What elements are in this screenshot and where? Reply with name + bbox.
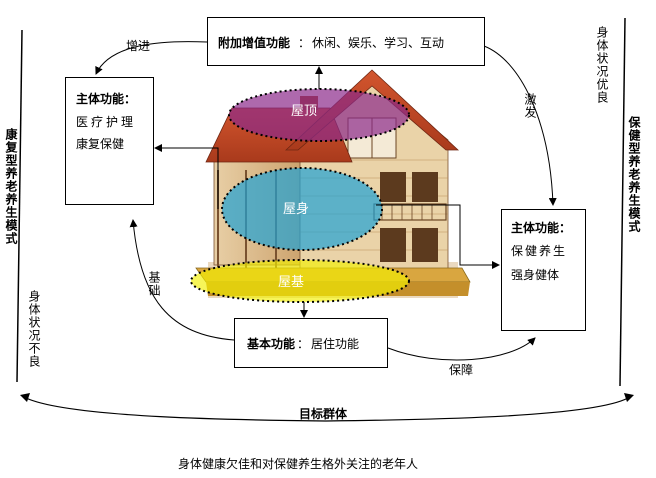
- basic-function-text: 居住功能: [311, 337, 360, 351]
- value-added-function-box: 附加增值功能 ： 休闲、娱乐、学习、互动: [207, 17, 485, 66]
- connector-top-to-left: [95, 41, 208, 75]
- bracket-left-arrowhead: [20, 393, 30, 402]
- rehab-main-function-box: 主体功能： 医疗护理 康复保健: [65, 77, 154, 205]
- target-bracket-curve: [25, 397, 629, 422]
- rehab-main-title: 主体功能：: [76, 92, 137, 106]
- connector-bottom-to-left: [129, 219, 235, 341]
- guarantee-label: 保障: [449, 363, 474, 377]
- poor-condition-label: 身体状况不良: [27, 290, 41, 368]
- roof-label: 屋顶: [291, 104, 318, 119]
- basic-function-box: 基本功能 ： 居住功能: [234, 318, 388, 368]
- value-added-title: 附加增值功能: [218, 36, 291, 50]
- foundation-label: 基础: [147, 271, 161, 297]
- body-label: 屋身: [283, 202, 310, 217]
- right-vertical-rule: [619, 17, 626, 387]
- value-added-text: 休闲、娱乐、学习、互动: [312, 36, 445, 50]
- left-vertical-rule: [16, 29, 23, 383]
- health-main-function-box: 主体功能： 保健养生 强身健体: [501, 209, 586, 331]
- connector-top-to-right: [483, 45, 557, 206]
- base-label: 屋基: [278, 275, 305, 290]
- rehab-line-1: 医疗护理: [76, 115, 137, 129]
- stimulate-label: 激发: [523, 93, 537, 119]
- health-model-label: 保健型养老养生模式: [627, 116, 641, 233]
- health-line-2: 强身健体: [511, 268, 560, 282]
- connector-body-to-left: [154, 144, 219, 209]
- basic-function-colon: ：: [297, 337, 310, 351]
- connector-body-to-right: [376, 204, 500, 269]
- target-group-text: 身体健康欠佳和对保健养生格外关注的老年人: [178, 457, 419, 471]
- value-added-colon: ：: [298, 36, 311, 50]
- promote-label: 增进: [126, 39, 151, 53]
- basic-function-title: 基本功能: [247, 337, 296, 351]
- health-main-title: 主体功能：: [511, 221, 572, 235]
- body-ellipse: [221, 167, 383, 251]
- bracket-right-arrowhead: [624, 393, 634, 402]
- health-line-1: 保健养生: [511, 244, 568, 258]
- target-group-label: 目标群体: [299, 407, 348, 421]
- rehab-line-2: 康复保健: [76, 137, 125, 151]
- connector-bottom-to-right: [387, 337, 536, 361]
- roof-ellipse: [228, 88, 410, 142]
- good-condition-label: 身体状况优良: [595, 26, 609, 104]
- rehab-model-label: 康复型养老养生模式: [4, 128, 18, 245]
- base-ellipse: [190, 259, 410, 303]
